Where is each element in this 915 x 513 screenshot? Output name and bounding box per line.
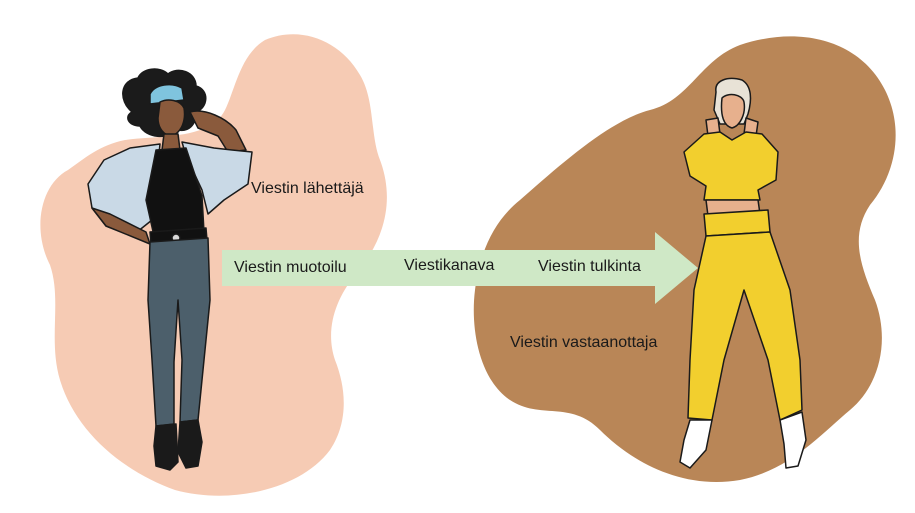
channel-label: Viestikanava: [404, 257, 494, 275]
sender-label: Viestin lähettäjä: [251, 180, 364, 198]
decoding-label: Viestin tulkinta: [538, 258, 641, 276]
receiver-label: Viestin vastaanottaja: [510, 334, 657, 352]
encoding-label: Viestin muotoilu: [234, 259, 347, 277]
